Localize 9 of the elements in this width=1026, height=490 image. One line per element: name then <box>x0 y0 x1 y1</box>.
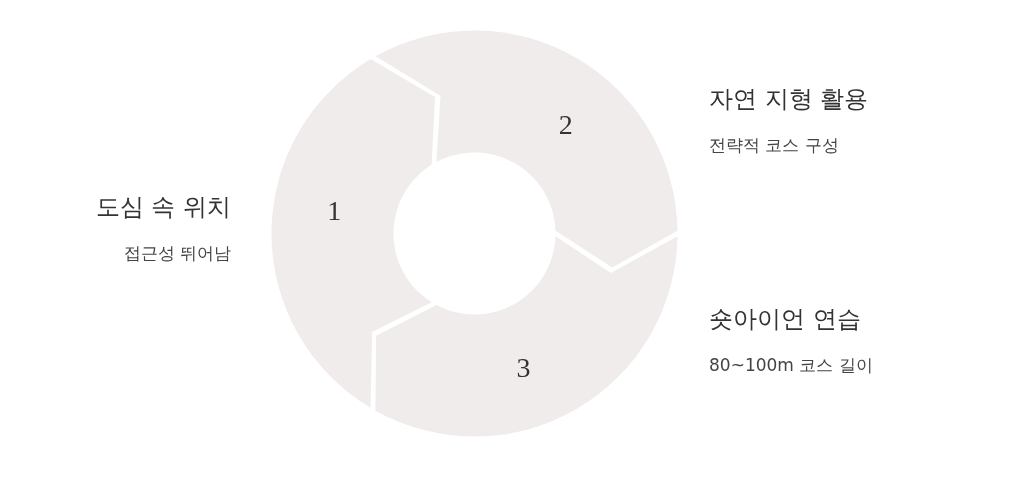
step-title: 자연 지형 활용 <box>709 85 869 114</box>
step-number: 2 <box>558 110 573 139</box>
step-number: 3 <box>516 353 531 382</box>
step-number: 1 <box>327 197 342 226</box>
step-title: 도심 속 위치 <box>95 193 231 222</box>
step-description: 전략적 코스 구성 <box>709 134 839 156</box>
step-description: 접근성 뛰어남 <box>123 242 231 264</box>
step-description: 80~100m 코스 길이 <box>709 354 873 376</box>
step-title: 숏아이언 연습 <box>709 305 861 334</box>
